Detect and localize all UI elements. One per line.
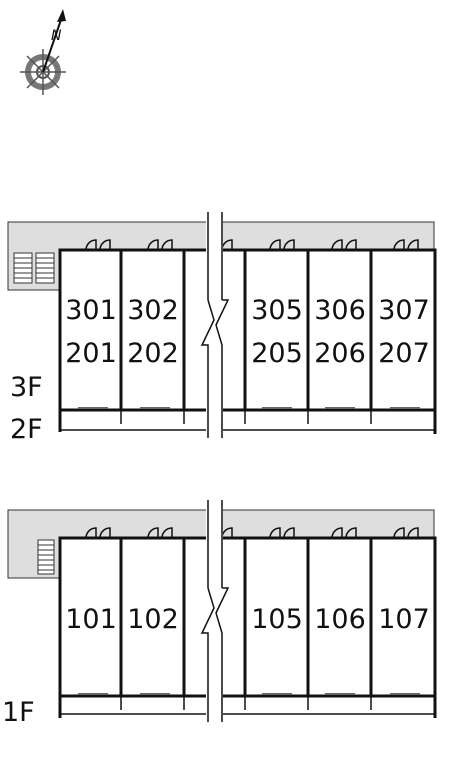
floor-label-1f: 1F: [2, 697, 35, 728]
room-306-label: 306: [314, 295, 366, 326]
room-307-label: 307: [378, 295, 430, 326]
room-206-label: 206: [314, 338, 366, 369]
room-105-label: 105: [251, 604, 303, 635]
room-301-label: 301: [65, 295, 117, 326]
room-201-label: 201: [65, 338, 117, 369]
room-305-label: 305: [251, 295, 303, 326]
room-101-label: 101: [65, 604, 117, 635]
room-207-label: 207: [378, 338, 430, 369]
compass-rose-icon: N: [20, 9, 66, 95]
stairs-icon: [13, 252, 55, 284]
compass-north-label: N: [51, 28, 62, 44]
upper-floor-plan: 301 302 305 306 307 201 202 205 206 207 …: [7, 210, 437, 445]
floor-label-2f: 2F: [10, 414, 43, 445]
room-302-label: 302: [127, 295, 179, 326]
room-202-label: 202: [127, 338, 179, 369]
room-106-label: 106: [314, 604, 366, 635]
room-102-label: 102: [127, 604, 179, 635]
lower-floor-plan: 101 102 105 106 107 1F: [2, 498, 437, 728]
room-205-label: 205: [251, 338, 303, 369]
room-107-label: 107: [378, 604, 430, 635]
floor-label-3f: 3F: [10, 372, 43, 403]
stairs-icon: [37, 539, 55, 575]
